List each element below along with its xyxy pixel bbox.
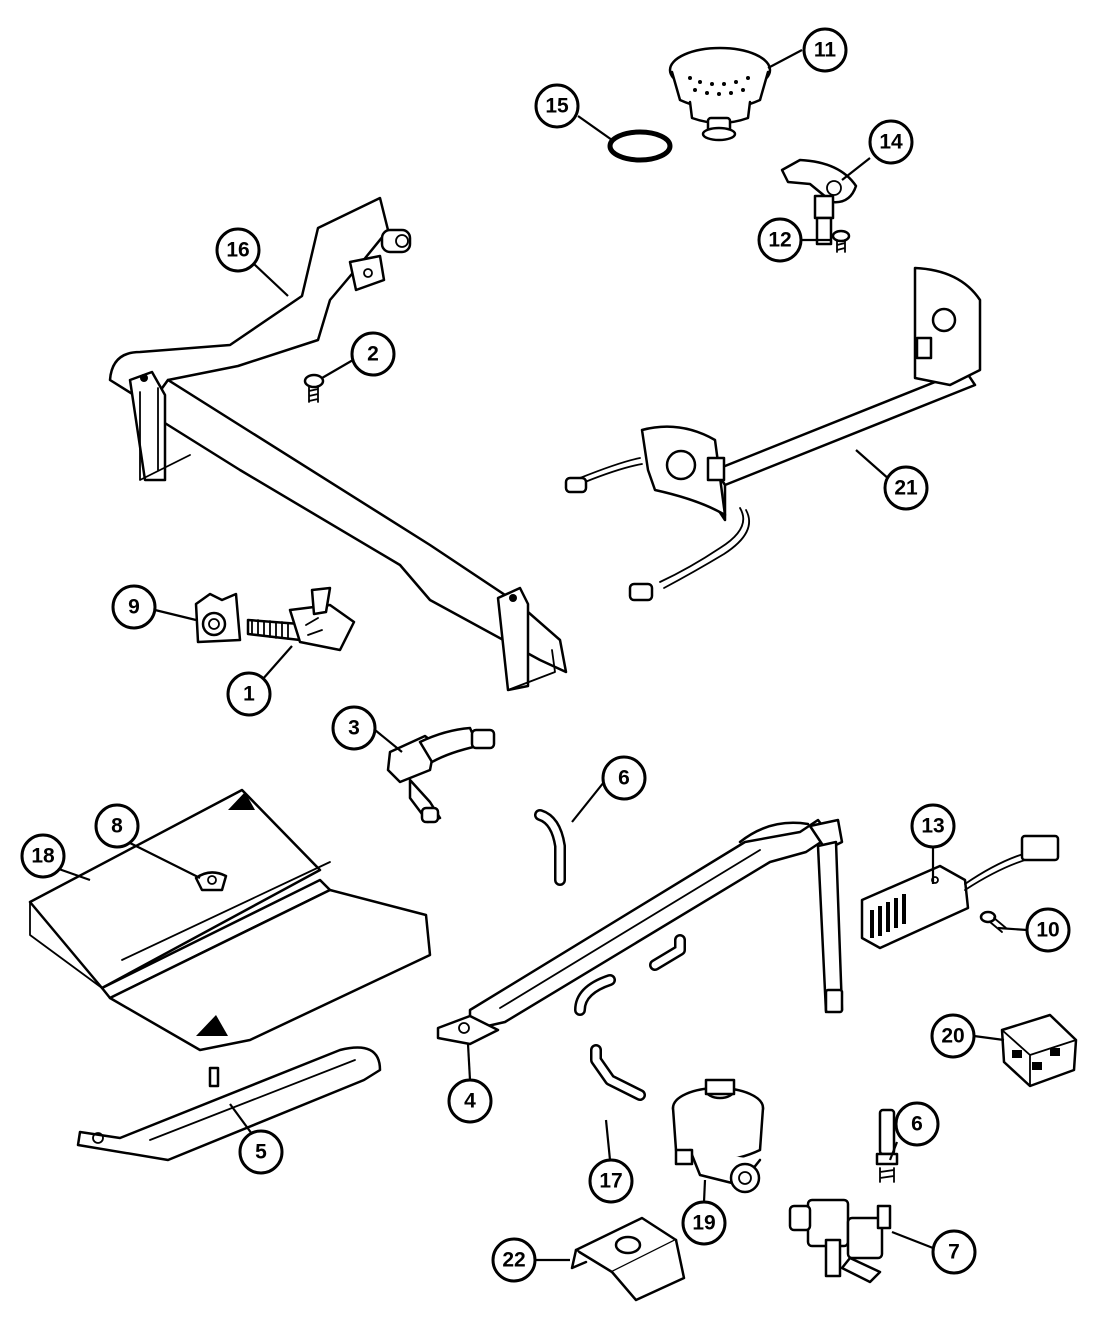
callout-7: 7 xyxy=(891,1229,977,1275)
part-12-screw xyxy=(831,229,851,253)
callout-14-label: 14 xyxy=(879,131,903,154)
part-1-valve xyxy=(246,586,356,652)
part-10-screw xyxy=(979,910,1007,933)
callout-3-label: 3 xyxy=(348,717,360,740)
part-16-manifold-bracket xyxy=(108,196,568,692)
part-22-bracket xyxy=(570,1216,686,1302)
part-14-bracket xyxy=(780,158,858,246)
callout-8-label: 8 xyxy=(111,815,123,838)
callout-14: 14 xyxy=(841,119,914,181)
callout-21: 21 xyxy=(855,449,929,511)
callout-3: 3 xyxy=(331,705,403,753)
callout-11-label: 11 xyxy=(814,39,837,62)
part-18-burner-shield xyxy=(28,788,432,1052)
part-19-regulator xyxy=(671,1078,765,1194)
part-8-clip xyxy=(194,871,228,892)
callout-1-label: 1 xyxy=(243,683,255,706)
part-6-fitting-lower xyxy=(875,1108,899,1183)
callout-16: 16 xyxy=(215,227,289,297)
callout-2-label: 2 xyxy=(367,343,379,366)
callout-10: 10 xyxy=(997,907,1071,953)
callout-21-label: 21 xyxy=(894,477,918,500)
callout-16-label: 16 xyxy=(226,239,249,262)
callout-17-label: 17 xyxy=(599,1170,622,1193)
part-6-tube-upper xyxy=(534,809,566,886)
part-5-burner-tube xyxy=(76,1046,382,1162)
callout-17: 17 xyxy=(588,1119,634,1204)
callout-9-label: 9 xyxy=(128,596,140,619)
callout-12: 12 xyxy=(757,217,832,263)
callout-6a-label: 6 xyxy=(618,767,630,790)
callout-7-label: 7 xyxy=(948,1241,960,1264)
callout-6b-label: 6 xyxy=(911,1113,923,1136)
part-17-tubes xyxy=(574,934,686,1101)
callout-20: 20 xyxy=(930,1013,1005,1059)
callout-5: 5 xyxy=(229,1103,284,1175)
part-11-burner-head xyxy=(668,46,772,142)
callout-8: 8 xyxy=(94,803,201,879)
callout-9: 9 xyxy=(111,584,197,630)
callout-6a: 6 xyxy=(571,755,647,823)
callout-15-label: 15 xyxy=(545,95,569,118)
callout-11: 11 xyxy=(767,27,848,73)
callout-22: 22 xyxy=(491,1237,570,1283)
callout-18: 18 xyxy=(20,833,91,882)
part-15-o-ring xyxy=(607,129,673,163)
callout-4: 4 xyxy=(447,1043,493,1124)
part-20-terminal-block xyxy=(1000,1013,1078,1088)
part-13-ignition-module xyxy=(860,834,1060,950)
callout-20-label: 20 xyxy=(941,1025,964,1048)
part-7-solenoid-valve xyxy=(788,1198,892,1284)
callout-18-label: 18 xyxy=(31,845,55,868)
callout-15: 15 xyxy=(534,83,613,141)
callout-4-label: 4 xyxy=(464,1090,476,1113)
part-21-rear-manifold xyxy=(564,266,982,602)
callout-12-label: 12 xyxy=(768,229,791,252)
callout-2: 2 xyxy=(321,331,396,379)
callout-19-label: 19 xyxy=(692,1212,715,1235)
callout-5-label: 5 xyxy=(255,1141,267,1164)
callout-1: 1 xyxy=(226,645,293,717)
part-9-clip xyxy=(194,592,242,644)
callout-13: 13 xyxy=(910,803,956,884)
callout-6b: 6 xyxy=(888,1101,940,1161)
callout-13-label: 13 xyxy=(921,815,944,838)
part-2-screw xyxy=(303,373,325,403)
part-3-elbow-fitting xyxy=(386,726,496,824)
part-4-burner-tube xyxy=(436,818,844,1046)
callout-22-label: 22 xyxy=(502,1249,525,1272)
callout-10-label: 10 xyxy=(1036,919,1059,942)
callout-19: 19 xyxy=(681,1179,727,1246)
